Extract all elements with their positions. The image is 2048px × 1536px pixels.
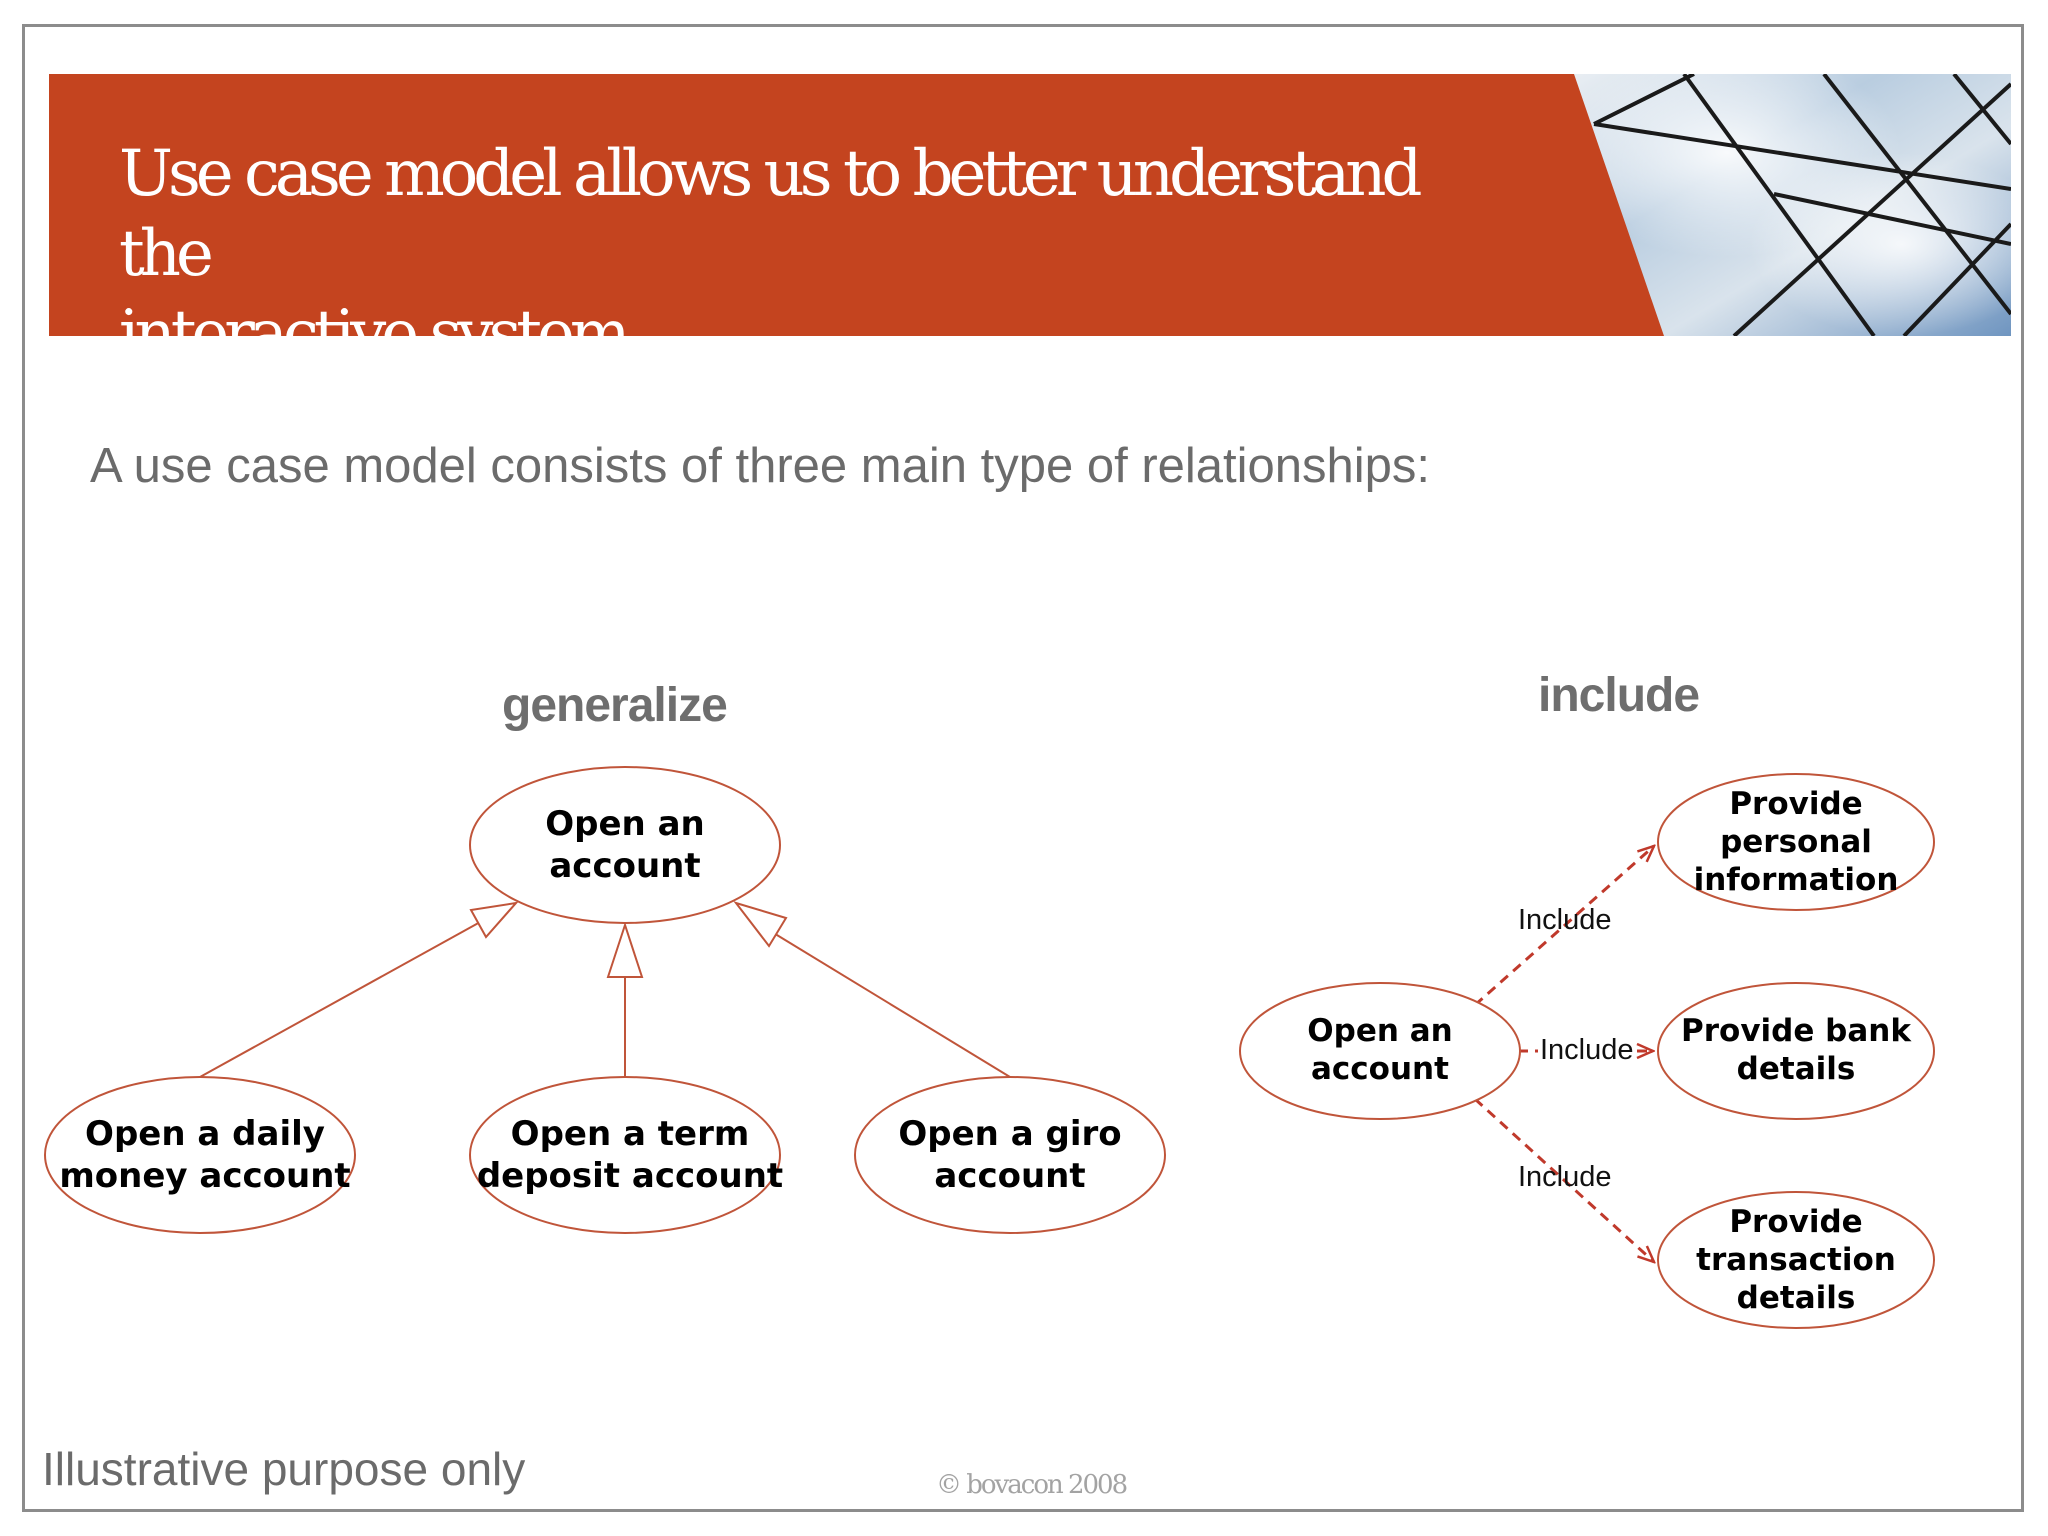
include-line-transaction xyxy=(1473,1097,1654,1262)
use-case-label-open-account-base: Open an account xyxy=(1307,1013,1453,1087)
slide-subtitle: A use case model consists of three main … xyxy=(90,439,1431,493)
use-case-label-giro: Open a giro account xyxy=(898,1114,1122,1196)
use-case-label-transaction-details: Provide transaction details xyxy=(1696,1204,1896,1316)
include-edge-label-personal: Include xyxy=(1518,904,1612,936)
use-case-label-daily-money: Open a daily money account xyxy=(59,1114,351,1196)
slide-title-line-1: Use case model allows us to better under… xyxy=(119,137,1422,291)
use-case-label-personal-info: Provide personal information xyxy=(1693,786,1899,898)
use-case-giro xyxy=(854,1076,1166,1234)
use-case-transaction-details xyxy=(1657,1191,1935,1329)
illustrative-note: Illustrative purpose only xyxy=(42,1443,526,1495)
generalization-edges xyxy=(199,901,1011,1078)
slide-title: Use case model allows us to better under… xyxy=(119,134,1519,336)
use-case-daily-money xyxy=(44,1076,356,1234)
copyright-footer: © bovacon 2008 xyxy=(936,1470,1128,1500)
slide-title-line-2: interactive system xyxy=(119,297,631,336)
generalization-triangle-giro xyxy=(733,901,788,948)
use-case-personal-info xyxy=(1657,773,1935,911)
building-glass-image xyxy=(1574,74,2011,336)
include-edge-label-transaction: Include xyxy=(1518,1161,1612,1193)
include-line-personal xyxy=(1474,846,1654,1007)
use-case-open-account-parent xyxy=(469,766,781,924)
include-heading: include xyxy=(1538,669,1700,722)
use-case-bank-details xyxy=(1657,982,1935,1120)
generalization-line-daily xyxy=(199,920,483,1078)
generalize-heading: generalize xyxy=(502,679,728,732)
use-case-open-account-base xyxy=(1239,982,1521,1120)
generalization-triangle-term xyxy=(606,921,644,978)
use-case-label-bank-details: Provide bank details xyxy=(1681,1013,1911,1087)
use-case-term-deposit xyxy=(469,1076,781,1234)
generalize-nodes xyxy=(44,766,1166,1234)
generalization-triangle-daily xyxy=(469,901,519,939)
use-case-label-term-deposit: Open a term deposit account xyxy=(476,1114,784,1196)
include-edge-label-bank: Include xyxy=(1538,1034,1636,1067)
generalization-line-giro xyxy=(771,931,1011,1078)
use-case-label-open-account-parent: Open an account xyxy=(545,804,705,886)
include-nodes xyxy=(1239,773,1935,1329)
title-banner: Use case model allows us to better under… xyxy=(49,74,2011,336)
